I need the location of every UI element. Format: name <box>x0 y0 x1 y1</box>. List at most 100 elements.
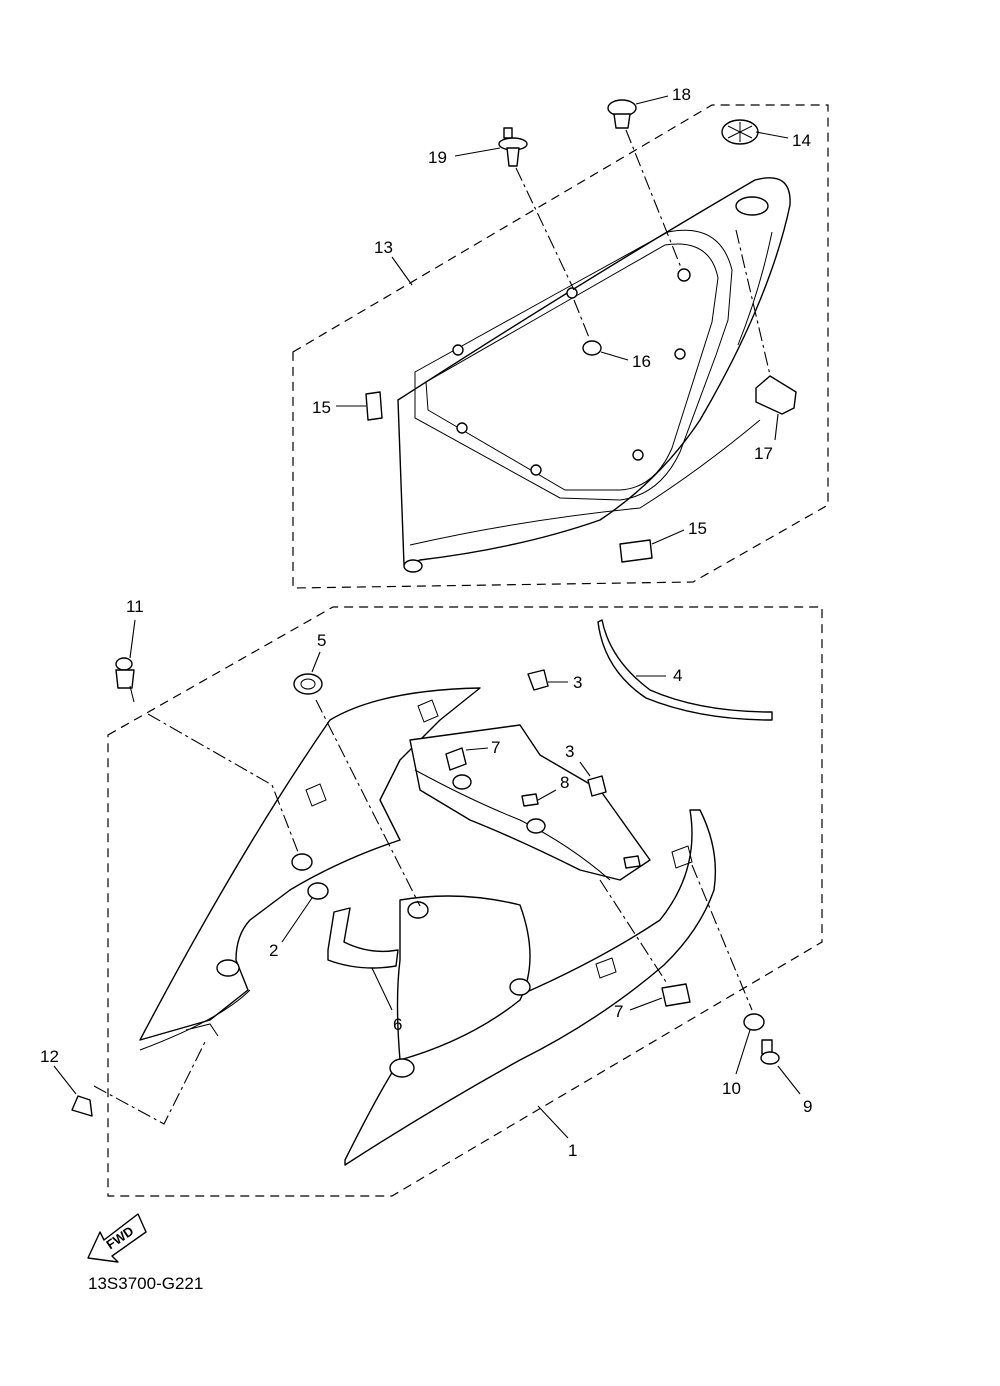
seat-cowling <box>397 177 791 566</box>
chain-line <box>93 1039 207 1125</box>
callout-4: 4 <box>673 666 682 685</box>
chain-line <box>573 299 591 341</box>
leader-line <box>755 131 789 139</box>
side-cover-left-hole <box>216 959 240 977</box>
callout-7-lower: 7 <box>614 1002 623 1021</box>
side-cover-right-tab <box>595 957 617 979</box>
callout-13: 13 <box>374 238 393 257</box>
callout-8: 8 <box>560 773 569 792</box>
damper-part-15-left <box>365 391 383 421</box>
nut-part-3-upper <box>527 669 549 691</box>
side-cover-right-hole <box>389 1058 415 1078</box>
side-cover-right-hole <box>509 978 531 996</box>
seat-cowling-side-line <box>737 231 773 346</box>
washer-part-2 <box>307 882 329 900</box>
seat-cowling-inner-opening <box>425 243 719 491</box>
leader-line <box>774 413 779 441</box>
leader-line <box>371 967 393 1011</box>
callout-19: 19 <box>428 148 447 167</box>
seat-cowling-mount-hole <box>530 464 542 476</box>
side-cover-right-tab <box>671 845 693 869</box>
inner-bracket-hole <box>526 818 546 834</box>
damper-part-7-lower <box>661 983 691 1007</box>
screw-part-11 <box>115 657 135 703</box>
upper-assembly-boundary <box>292 104 829 589</box>
washer-part-10 <box>743 1013 765 1031</box>
clip-part-12 <box>71 1095 93 1117</box>
side-cover-left-edge <box>139 989 251 1051</box>
leader-line <box>465 747 489 751</box>
diagram-code: 13S3700-G221 <box>88 1274 203 1293</box>
callout-17: 17 <box>754 444 773 463</box>
side-cover-left-tab <box>417 699 439 723</box>
seat-cowling-foot <box>403 559 423 573</box>
leader-line <box>454 147 501 157</box>
part-6 <box>327 907 399 969</box>
leader-line <box>600 351 629 361</box>
callout-16: 16 <box>632 352 651 371</box>
callout-7-upper: 7 <box>491 738 500 757</box>
damper-part-7-upper <box>445 747 467 771</box>
chain-line <box>691 864 753 1011</box>
callout-14: 14 <box>792 131 811 150</box>
screw-part-9 <box>760 1039 780 1065</box>
leader-line <box>391 256 413 286</box>
trim-strip-part-4 <box>597 619 773 721</box>
seat-cowling-mount-hole <box>566 287 578 299</box>
seat-cowling-mount-hole <box>677 268 691 282</box>
side-cover-right-hole <box>407 901 429 919</box>
leader-line <box>129 619 136 659</box>
grommet-part-16 <box>582 340 602 356</box>
fwd-arrow: FWD <box>87 1213 147 1263</box>
seat-cowling-emblem-hole <box>735 196 769 216</box>
leader-line <box>537 789 557 801</box>
callout-15-left: 15 <box>312 398 331 417</box>
inner-bracket-edge <box>414 769 611 881</box>
leader-line <box>651 529 685 545</box>
nut-part-3-lower <box>587 775 607 797</box>
damper-part-15-right <box>619 539 653 563</box>
leader-line <box>629 997 663 1011</box>
inner-bracket-hole <box>452 774 472 790</box>
callout-2: 2 <box>269 941 278 960</box>
seat-cowling-mount-hole <box>632 449 644 461</box>
leader-line <box>53 1065 77 1095</box>
damper-part-8-lower <box>623 855 641 869</box>
callout-18: 18 <box>672 85 691 104</box>
damper-part-8-upper <box>521 793 539 807</box>
leader-line <box>537 1105 569 1139</box>
callout-12: 12 <box>40 1047 59 1066</box>
callout-15-right: 15 <box>688 519 707 538</box>
grommet-part-5 <box>293 673 323 695</box>
callout-3-lower: 3 <box>565 742 574 761</box>
seat-cowling-lower-edge <box>409 419 761 546</box>
chain-line <box>625 129 683 271</box>
leader-line <box>735 1029 751 1075</box>
leader-line <box>579 761 591 777</box>
side-cover-right-upper <box>396 895 531 1061</box>
emblem-part-14 <box>721 119 759 145</box>
callout-1: 1 <box>568 1141 577 1160</box>
side-cover-left-tab <box>305 783 327 807</box>
damper-part-17 <box>755 375 797 415</box>
seat-cowling-inner-frame <box>414 229 733 501</box>
seat-cowling-mount-hole <box>456 422 468 434</box>
callout-3-upper: 3 <box>573 673 582 692</box>
callout-6: 6 <box>393 1015 402 1034</box>
chain-line <box>315 699 421 907</box>
chain-line <box>515 167 575 291</box>
callout-11: 11 <box>126 597 144 616</box>
leader-line <box>281 897 313 943</box>
seat-cowling-mount-hole <box>674 348 686 360</box>
clip-part-18 <box>607 99 637 129</box>
leader-line <box>777 1065 801 1095</box>
chain-line <box>599 879 669 986</box>
leader-line <box>311 651 321 673</box>
leader-line <box>635 95 669 105</box>
callout-9: 9 <box>803 1097 812 1116</box>
side-cover-left-hole <box>291 853 313 871</box>
callout-5: 5 <box>317 631 326 650</box>
bolt-part-19 <box>498 127 528 167</box>
